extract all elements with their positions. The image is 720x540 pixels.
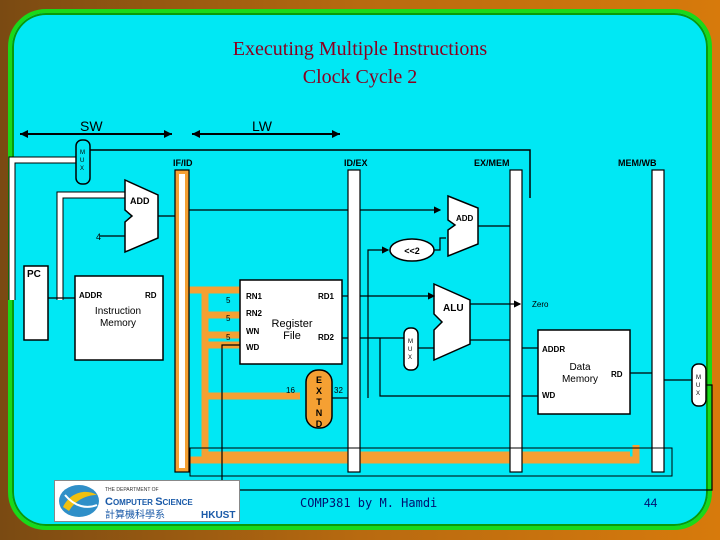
shift-in-wire xyxy=(367,246,390,398)
shift-out-wire xyxy=(434,237,446,251)
wire-outlines xyxy=(8,156,125,300)
slide-subtitle: Clock Cycle 2 xyxy=(302,66,418,88)
dmem-wd-label: WD xyxy=(542,391,556,400)
hkust-cse-logo: THE DEPARTMENT OF COMPUTER SCIENCE 計算機科學… xyxy=(54,480,240,522)
pc-mux-label-u: U xyxy=(80,158,84,164)
ex-mem-label: EX/MEM xyxy=(474,158,510,168)
wb-mux-label-u: U xyxy=(696,383,700,389)
write-data-wire xyxy=(379,338,510,397)
bit-width-16: 16 xyxy=(286,386,295,395)
stage-arrow-lw xyxy=(192,130,340,138)
logo-s: S xyxy=(155,496,162,508)
pc-adder-label: ADD xyxy=(130,196,150,206)
stage-label-sw: SW xyxy=(80,118,103,134)
active-path-highlight xyxy=(181,286,640,464)
instruction-memory xyxy=(74,275,164,361)
register-file xyxy=(239,279,343,365)
bit-width-wn: 5 xyxy=(226,333,231,342)
rf-rn1-label: RN1 xyxy=(246,292,263,301)
if-id-register-inner xyxy=(179,174,185,468)
id-ex-label: ID/EX xyxy=(344,158,368,168)
rf-rn2-label: RN2 xyxy=(246,309,263,318)
id-ex-register xyxy=(347,169,361,473)
alu-mux-label-m: M xyxy=(408,339,413,345)
logo-cience: CIENCE xyxy=(163,498,194,507)
extnd-letter-t: T xyxy=(316,397,322,407)
logo-line1: THE DEPARTMENT OF xyxy=(105,487,159,493)
rf-name-2: File xyxy=(283,330,301,342)
logo-emblem: THE DEPARTMENT OF COMPUTER SCIENCE 計算機科學… xyxy=(59,485,235,521)
dmem-name-2: Memory xyxy=(562,374,598,385)
bit-width-rn1: 5 xyxy=(226,296,231,305)
dmem-addr-label: ADDR xyxy=(542,345,565,354)
alu-mux-label-x: X xyxy=(408,355,412,361)
branch-adder-label: ADD xyxy=(456,214,474,223)
alu-mux-label-u: U xyxy=(408,347,412,353)
extnd-letter-d: D xyxy=(316,419,323,429)
extnd-letter-x: X xyxy=(316,386,322,396)
alu-src-mux xyxy=(403,327,419,371)
mem-wb-label: MEM/WB xyxy=(618,158,657,168)
const4-label: 4 xyxy=(96,232,101,242)
logo-c: C xyxy=(105,496,113,508)
pc-feedback-path xyxy=(9,157,125,300)
rf-rd1-label: RD1 xyxy=(318,292,335,301)
if-id-label: IF/ID xyxy=(173,158,193,168)
logo-school: HKUST xyxy=(201,510,235,521)
rf-wn-label: WN xyxy=(246,327,260,336)
footer-page-number: 44 xyxy=(644,496,658,510)
imem-rd-label: RD xyxy=(145,291,157,300)
sign-extend-unit xyxy=(305,369,333,429)
pc-mux-label-x: X xyxy=(80,166,84,172)
logo-dept-name: COMPUTER SCIENCE xyxy=(105,496,193,508)
pipeline-bottom-frame xyxy=(189,447,673,477)
pc-register xyxy=(23,265,49,341)
pc-mux-label: M xyxy=(80,150,85,156)
rf-wd-label: WD xyxy=(246,343,260,352)
bit-width-32: 32 xyxy=(334,386,343,395)
dmem-rd-label: RD xyxy=(611,370,623,379)
pc-label: PC xyxy=(27,269,41,280)
alu-label: ALU xyxy=(443,303,464,314)
rf-name-1: Register xyxy=(272,318,313,330)
logo-omputer: OMPUTER xyxy=(113,498,155,507)
shift-label: <<2 xyxy=(404,246,420,256)
ex-mem-register xyxy=(509,169,523,473)
imem-name-1: Instruction xyxy=(95,306,141,317)
write-back-wire xyxy=(221,344,713,491)
dmem-name-1: Data xyxy=(569,362,591,373)
imem-addr-label: ADDR xyxy=(79,291,102,300)
logo-swirl-icon xyxy=(59,485,99,517)
zero-label: Zero xyxy=(532,300,549,309)
alu xyxy=(433,282,471,362)
rf-rd2-label: RD2 xyxy=(318,333,335,342)
mem-wb-register xyxy=(651,169,665,473)
wb-mux-label-x: X xyxy=(696,391,700,397)
logo-swirl-accent xyxy=(63,491,97,511)
extnd-letter-e: E xyxy=(316,375,322,385)
bit-width-rn2: 5 xyxy=(226,314,231,323)
stage-arrow-sw xyxy=(20,130,172,138)
stage-label-lw: LW xyxy=(252,118,273,134)
extnd-letter-n: N xyxy=(316,408,323,418)
wb-mux-label-m: M xyxy=(696,375,701,381)
pc-adder xyxy=(124,178,159,254)
pc-mux xyxy=(75,139,91,185)
footer-course: COMP381 by M. Hamdi xyxy=(300,496,438,510)
branch-adder xyxy=(447,194,479,258)
data-memory xyxy=(537,329,631,415)
logo-swirl-line xyxy=(64,494,98,508)
slide-title: Executing Multiple Instructions xyxy=(232,38,488,60)
imem-name-2: Memory xyxy=(100,318,136,329)
logo-chinese: 計算機科學系 xyxy=(105,508,165,521)
branch-target-wire xyxy=(87,149,531,198)
